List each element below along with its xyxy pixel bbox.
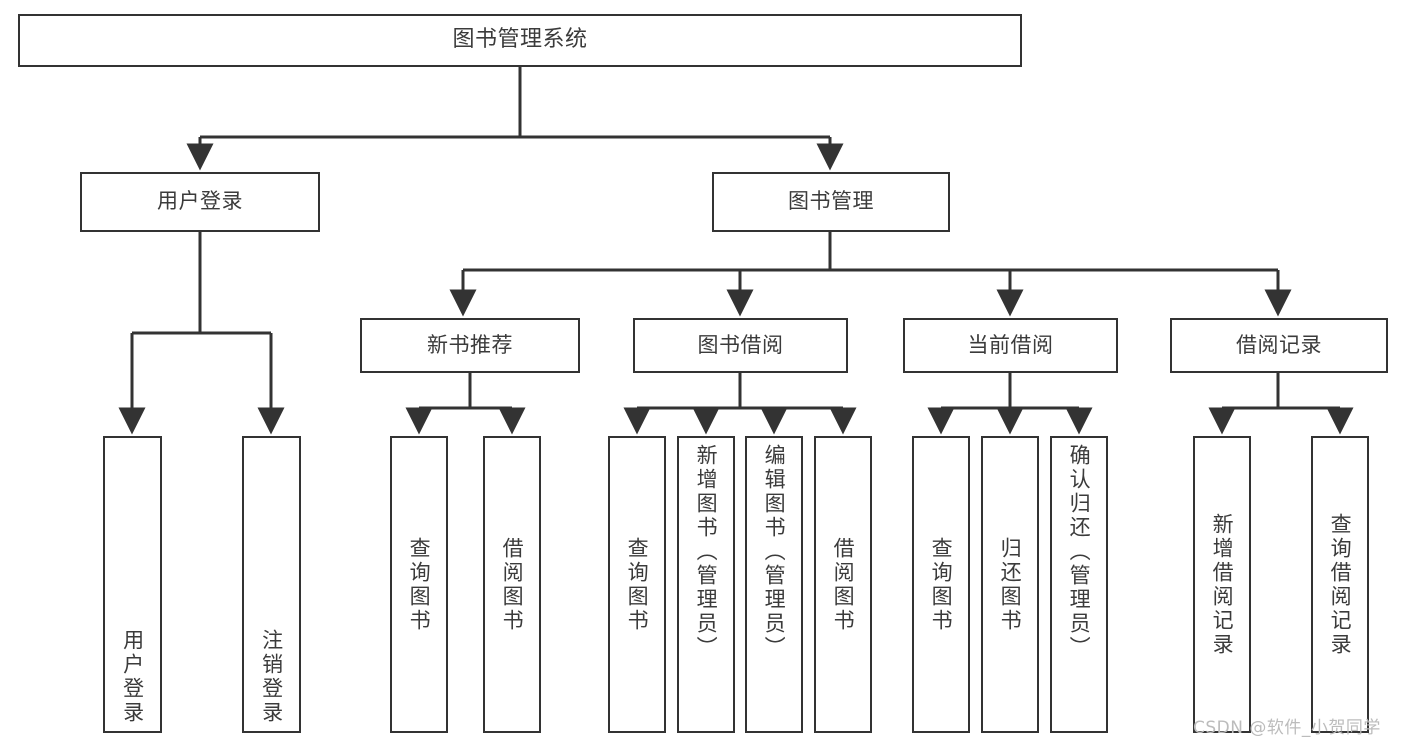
node-root[interactable]: 图书管理系统 <box>18 14 1022 67</box>
node-leaf-query-book-1-label: 查询图书 <box>407 536 432 633</box>
node-leaf-borrow-book-2-label: 借阅图书 <box>831 536 856 633</box>
node-leaf-query-book-1[interactable]: 查询图书 <box>390 436 448 733</box>
node-leaf-query-book-2[interactable]: 查询图书 <box>608 436 666 733</box>
node-leaf-borrow-book-1[interactable]: 借阅图书 <box>483 436 541 733</box>
node-leaf-return-book-label: 归还图书 <box>998 536 1023 633</box>
node-root-label: 图书管理系统 <box>452 27 588 53</box>
node-user-login[interactable]: 用户登录 <box>80 172 320 232</box>
node-leaf-add-book[interactable]: 新增图书（管理员） <box>677 436 735 733</box>
node-leaf-user-login-label: 用户登录 <box>120 629 145 725</box>
node-leaf-edit-book-label: 编辑图书（管理员） <box>762 444 787 660</box>
node-book-manage[interactable]: 图书管理 <box>712 172 950 232</box>
node-current-borrow-label: 当前借阅 <box>967 332 1054 357</box>
watermark: CSDN @软件_小贺同学 <box>1193 718 1381 738</box>
node-leaf-query-record-label: 查询借阅记录 <box>1328 512 1353 657</box>
node-leaf-edit-book[interactable]: 编辑图书（管理员） <box>745 436 803 733</box>
node-leaf-logout-label: 注销登录 <box>259 629 284 725</box>
node-leaf-add-book-label: 新增图书（管理员） <box>694 444 719 660</box>
node-current-borrow[interactable]: 当前借阅 <box>903 318 1118 373</box>
node-book-borrow-label: 图书借阅 <box>697 332 784 357</box>
node-user-login-label: 用户登录 <box>157 189 243 214</box>
node-leaf-logout[interactable]: 注销登录 <box>242 436 301 733</box>
node-leaf-borrow-book-1-label: 借阅图书 <box>500 536 525 633</box>
node-borrow-record-label: 借阅记录 <box>1236 332 1322 357</box>
node-leaf-confirm-return-label: 确认归还（管理员） <box>1067 444 1092 660</box>
node-leaf-user-login[interactable]: 用户登录 <box>103 436 162 733</box>
node-new-book-rec-label: 新书推荐 <box>427 332 513 357</box>
node-borrow-record[interactable]: 借阅记录 <box>1170 318 1388 373</box>
node-leaf-confirm-return[interactable]: 确认归还（管理员） <box>1050 436 1108 733</box>
node-leaf-add-record[interactable]: 新增借阅记录 <box>1193 436 1251 733</box>
node-leaf-add-record-label: 新增借阅记录 <box>1210 512 1235 657</box>
node-leaf-query-record[interactable]: 查询借阅记录 <box>1311 436 1369 733</box>
node-new-book-rec[interactable]: 新书推荐 <box>360 318 580 373</box>
node-leaf-query-book-3[interactable]: 查询图书 <box>912 436 970 733</box>
node-leaf-query-book-2-label: 查询图书 <box>625 536 650 633</box>
node-leaf-return-book[interactable]: 归还图书 <box>981 436 1039 733</box>
node-leaf-borrow-book-2[interactable]: 借阅图书 <box>814 436 872 733</box>
node-book-borrow[interactable]: 图书借阅 <box>633 318 848 373</box>
node-book-manage-label: 图书管理 <box>788 189 874 214</box>
node-leaf-query-book-3-label: 查询图书 <box>929 536 954 633</box>
